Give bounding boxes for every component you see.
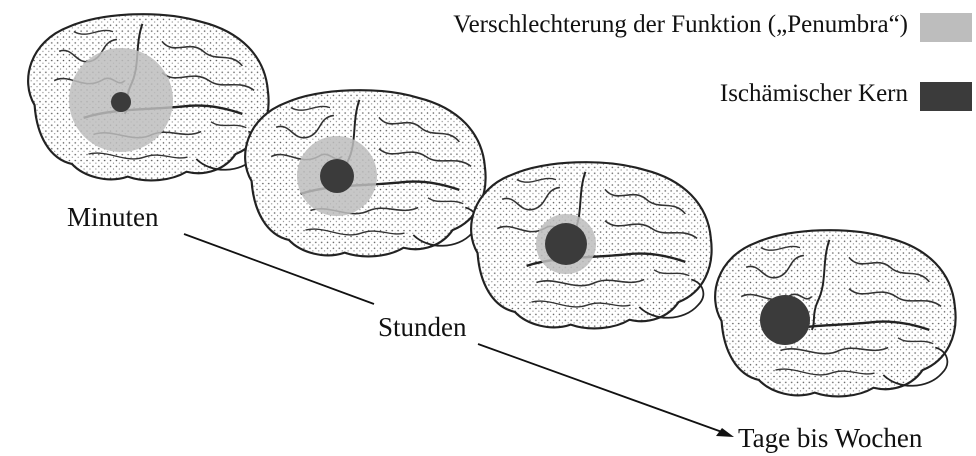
brain-days-weeks bbox=[715, 230, 955, 396]
brain-icon bbox=[715, 230, 955, 396]
timeline-label-minutes: Minuten bbox=[67, 202, 159, 232]
legend-label-core: Ischämischer Kern bbox=[720, 80, 908, 108]
core-minutes bbox=[111, 92, 131, 112]
timeline-label-hours: Stunden bbox=[378, 312, 467, 342]
arrow-head-icon bbox=[716, 428, 734, 437]
legend-label-penumbra: Verschlechterung der Funktion („Penumbra… bbox=[453, 11, 908, 39]
timeline-label-days-weeks: Tage bis Wochen bbox=[738, 423, 922, 453]
legend-swatch-core bbox=[920, 82, 972, 111]
core-early-hours bbox=[320, 159, 354, 193]
core-hours bbox=[545, 223, 587, 265]
timeline-line-2 bbox=[478, 344, 722, 432]
legend-swatch-penumbra bbox=[920, 13, 972, 42]
core-days-weeks bbox=[760, 295, 810, 345]
